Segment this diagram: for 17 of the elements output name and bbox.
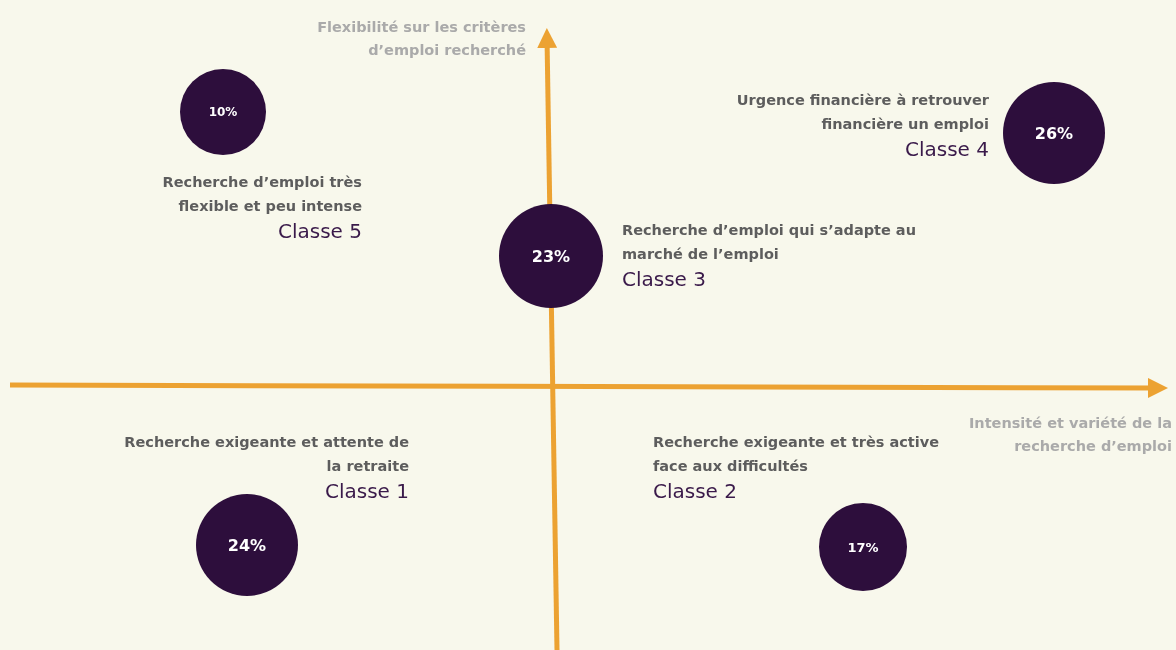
class-description: Recherche exigeante et très active face aux difficultés bbox=[653, 433, 940, 476]
percentage-value: 23% bbox=[531, 246, 571, 266]
class-description: Urgence financière à retrouver financière un emploi bbox=[735, 91, 989, 134]
class-description: Recherche exigeante et attente de la retraite bbox=[123, 433, 409, 476]
class-name: Classe 5 bbox=[277, 218, 362, 244]
axis-label: Flexibilité sur les critères d’emploi recherché bbox=[316, 18, 526, 60]
percentage-value: 10% bbox=[208, 105, 238, 119]
class-description: Recherche d’emploi qui s’adapte au marché de l’emploi bbox=[622, 221, 917, 264]
percentage-value: 17% bbox=[847, 539, 879, 555]
axis-label: Intensité et variété de la recherche d’emploi bbox=[967, 414, 1172, 456]
class-description: Recherche d’emploi très flexible et peu intense bbox=[161, 173, 362, 216]
class-name: Classe 1 bbox=[324, 478, 409, 504]
class-name: Classe 4 bbox=[904, 136, 989, 162]
class-name: Classe 2 bbox=[653, 478, 738, 504]
class-name: Classe 3 bbox=[622, 266, 707, 292]
percentage-value: 24% bbox=[227, 535, 267, 555]
percentage-value: 26% bbox=[1034, 123, 1074, 143]
